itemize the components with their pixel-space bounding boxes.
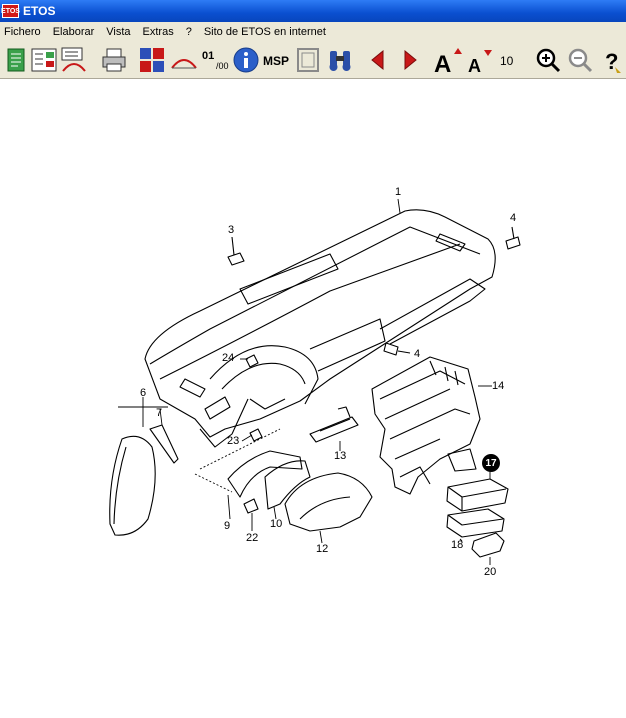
font-size-value: 10: [500, 54, 514, 68]
help-button[interactable]: ?: [602, 46, 624, 74]
svg-text:/00: /00: [216, 61, 229, 71]
clip-part-3[interactable]: [227, 236, 245, 266]
font-decrease-icon: A: [468, 50, 492, 74]
document-icon: [7, 48, 25, 72]
gauge-list-button[interactable]: [60, 46, 88, 74]
callout-12[interactable]: 12: [316, 543, 329, 555]
cover-part-10[interactable]: [264, 460, 311, 510]
svg-text:A: A: [468, 56, 481, 74]
window-title: ETOS: [23, 4, 56, 18]
parts-list-icon: [31, 48, 57, 72]
curve-icon: [171, 59, 197, 69]
module-part-18[interactable]: [446, 508, 505, 538]
font-increase-button[interactable]: A: [432, 46, 462, 74]
info-icon: [233, 47, 259, 73]
zoom-in-button[interactable]: [534, 46, 562, 74]
arrow-right-icon: [404, 49, 417, 71]
svg-text:?: ?: [605, 49, 618, 73]
printer-icon: [102, 48, 126, 72]
callout-22[interactable]: 22: [246, 532, 259, 544]
menu-bar: Fichero Elaborar Vista Extras ? Sito de …: [0, 22, 626, 42]
strip-part-7[interactable]: [149, 424, 179, 464]
column-shroud-part-12[interactable]: [284, 472, 373, 532]
svg-text:01: 01: [202, 50, 214, 62]
module-part-17[interactable]: [446, 478, 509, 512]
svg-text:MSP: MSP: [263, 54, 289, 68]
msp-button[interactable]: MSP: [262, 46, 294, 74]
clip-part-22[interactable]: [243, 498, 259, 514]
menu-elaborar[interactable]: Elaborar: [52, 26, 95, 38]
bracket-part-14[interactable]: [371, 356, 481, 495]
print-button[interactable]: [100, 46, 128, 74]
callout-13[interactable]: 13: [334, 450, 347, 462]
tile-view-button[interactable]: [138, 46, 166, 74]
clip-part-24[interactable]: [245, 354, 259, 368]
zoom-out-icon: [568, 48, 593, 73]
side-panel-part-6[interactable]: [109, 435, 156, 536]
font-decrease-button[interactable]: A: [464, 46, 494, 74]
dashboard-part[interactable]: [144, 209, 496, 448]
callout-18[interactable]: 18: [451, 539, 464, 551]
binoculars-icon: [329, 51, 351, 71]
search-button[interactable]: [326, 46, 354, 74]
parts-list-button[interactable]: [30, 46, 58, 74]
menu-extras[interactable]: Extras: [142, 26, 174, 38]
callout-17-highlighted[interactable]: 17: [482, 454, 500, 472]
next-button[interactable]: [396, 46, 424, 74]
callout-6[interactable]: 6: [140, 387, 147, 399]
frame-button[interactable]: [294, 46, 322, 74]
exploded-view-canvas: 1 3 4 4 24 6 7 14 23 13 17 9 22 10 12 18…: [0, 79, 626, 718]
callout-1[interactable]: 1: [395, 186, 402, 198]
frame-icon: [297, 48, 319, 72]
svg-text:A: A: [434, 51, 451, 74]
clip-part-23[interactable]: [249, 428, 263, 442]
etos-logo-icon: ETOS: [1, 4, 20, 18]
callout-7[interactable]: 7: [156, 407, 163, 419]
title-bar: ETOS ETOS: [0, 0, 626, 22]
callout-23[interactable]: 23: [227, 435, 240, 447]
screw-part-4b[interactable]: [383, 342, 411, 356]
screw-part-4[interactable]: [505, 226, 521, 250]
tiles-icon: [140, 48, 164, 72]
fraction-button[interactable]: 01 /00: [200, 46, 232, 74]
gauge-list-icon: [61, 47, 86, 72]
info-button[interactable]: [232, 46, 260, 74]
menu-help[interactable]: ?: [185, 26, 192, 38]
dashboard-exploded-diagram: [109, 198, 521, 565]
trim-part-9[interactable]: [227, 450, 303, 498]
msp-icon: MSP: [263, 54, 289, 68]
callout-3[interactable]: 3: [228, 224, 235, 236]
callout-14[interactable]: 14: [492, 380, 505, 392]
fraction-icon: 01 /00: [202, 50, 229, 71]
arrow-left-icon: [371, 49, 384, 71]
zoom-out-button[interactable]: [566, 46, 594, 74]
zoom-in-icon: [536, 48, 561, 73]
menu-fichero[interactable]: Fichero: [4, 26, 41, 38]
callout-24[interactable]: 24: [222, 352, 235, 364]
menu-etos-website[interactable]: Sito de ETOS en internet: [203, 26, 326, 38]
trim-strip-part-13[interactable]: [309, 406, 359, 443]
callout-20[interactable]: 20: [484, 566, 497, 578]
leader-lines: [118, 198, 492, 565]
callout-10[interactable]: 10: [270, 518, 283, 530]
curve-button[interactable]: [170, 46, 198, 74]
font-increase-icon: A: [434, 48, 462, 74]
previous-button[interactable]: [364, 46, 392, 74]
menu-vista[interactable]: Vista: [106, 26, 131, 38]
toolbar: 01 /00 MSP: [0, 42, 626, 79]
document-button[interactable]: [2, 46, 30, 74]
help-icon: ?: [605, 49, 621, 73]
callout-9[interactable]: 9: [224, 520, 231, 532]
callout-4-top[interactable]: 4: [510, 212, 517, 224]
callout-4-middle[interactable]: 4: [414, 348, 421, 360]
switch-part-20[interactable]: [471, 532, 505, 558]
